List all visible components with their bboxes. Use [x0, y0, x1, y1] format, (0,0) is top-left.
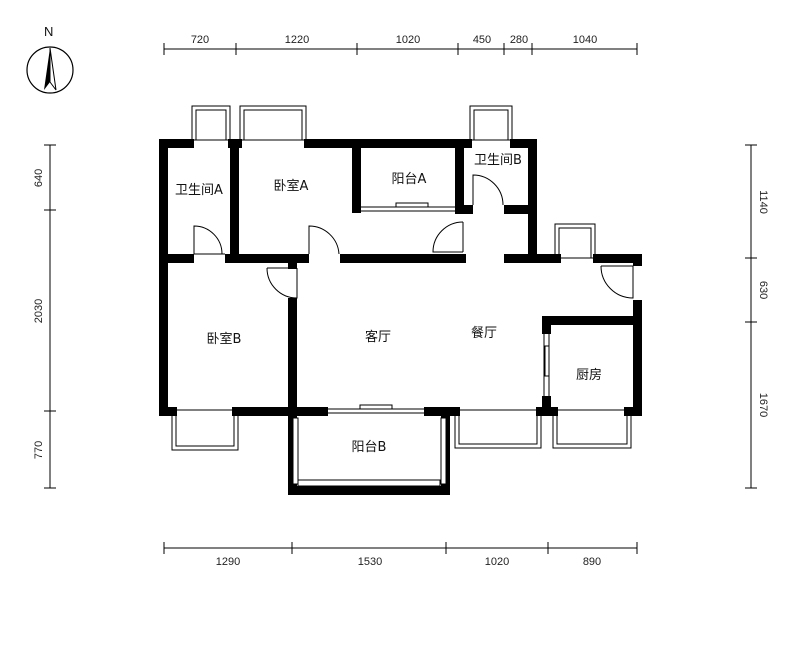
left-dimension: 640 2030 770 — [33, 144, 56, 489]
left-dim-3: 770 — [33, 441, 45, 459]
room-label-bedroom-b: 卧室B — [207, 331, 242, 347]
room-label-dining-room: 餐厅 — [471, 325, 497, 341]
top-dimension: 720 1220 1020 450 280 1040 — [163, 34, 638, 55]
walls — [159, 139, 642, 495]
window-bedroom-b — [171, 409, 239, 451]
window-dining-bottom — [454, 409, 542, 449]
right-dim-2: 630 — [757, 281, 769, 299]
room-labels: 卫生间A 卧室A 阳台A 卫生间B 卧室B 客厅 餐厅 厨房 阳台B — [175, 153, 602, 455]
glazing — [292, 202, 550, 487]
doors — [193, 174, 634, 299]
right-dimension: 1140 630 1670 — [745, 144, 769, 489]
top-dim-4: 450 — [473, 34, 491, 46]
bottom-dim-2: 1530 — [358, 556, 382, 568]
compass-needle-icon — [44, 48, 50, 90]
compass-circle — [26, 46, 74, 94]
bottom-dimension: 1290 1530 1020 890 — [163, 542, 638, 568]
room-label-bedroom-a: 卧室A — [274, 178, 309, 194]
top-dim-6: 1040 — [573, 34, 597, 46]
compass-needle-outline — [49, 47, 57, 91]
right-dim-1: 1140 — [757, 190, 769, 214]
window-kitchen — [552, 409, 632, 449]
top-dim-3: 1020 — [396, 34, 420, 46]
window-bathroom-a — [191, 105, 231, 141]
top-dim-1: 720 — [191, 34, 209, 46]
right-dim-3: 1670 — [757, 393, 769, 417]
room-label-kitchen: 厨房 — [576, 367, 602, 383]
bottom-dim-4: 890 — [583, 556, 601, 568]
bottom-dim-3: 1020 — [485, 556, 509, 568]
compass-label: N — [44, 24, 53, 39]
bottom-dim-1: 1290 — [216, 556, 240, 568]
room-label-living-room: 客厅 — [365, 329, 391, 345]
bay-windows — [171, 105, 632, 451]
window-bedroom-a — [239, 105, 307, 141]
top-dim-5: 280 — [510, 34, 528, 46]
room-label-bathroom-a: 卫生间A — [175, 183, 223, 198]
left-dim-1: 640 — [33, 169, 45, 187]
left-dim-2: 2030 — [33, 299, 45, 323]
room-label-balcony-b: 阳台B — [352, 440, 387, 455]
window-dining-top — [554, 223, 596, 259]
room-label-bathroom-b: 卫生间B — [474, 153, 522, 168]
top-dim-2: 1220 — [285, 34, 309, 46]
room-label-balcony-a: 阳台A — [392, 172, 427, 187]
compass: N — [26, 24, 74, 94]
window-bathroom-b — [469, 105, 513, 141]
